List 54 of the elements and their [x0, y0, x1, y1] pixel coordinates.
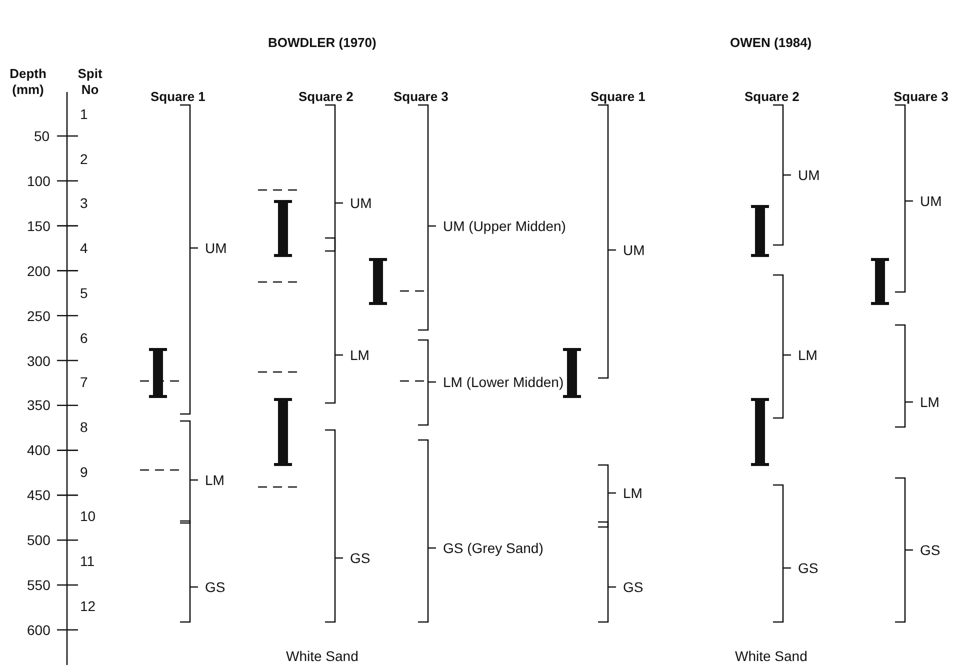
- spit-number: 4: [80, 240, 88, 256]
- layer-label: UM: [623, 242, 645, 258]
- layer-label: GS: [350, 550, 370, 566]
- spit-number: 3: [80, 195, 88, 212]
- depth-value: 600: [27, 622, 50, 638]
- layer-label: UM: [350, 195, 372, 211]
- depth-value: 300: [27, 352, 50, 368]
- column-heading: Square 2: [298, 89, 354, 105]
- spit-number: 1: [80, 106, 88, 122]
- column-heading: Square 1: [150, 89, 206, 105]
- depth-value: 400: [27, 442, 50, 458]
- layer-label: GS: [798, 560, 818, 576]
- layer-label: LM: [350, 347, 370, 363]
- layer-label: LM (Lower Midden): [443, 374, 564, 390]
- axis-title: Depth (mm): [8, 66, 48, 98]
- depth-value: 500: [27, 532, 50, 548]
- spit-number: 7: [80, 374, 88, 390]
- depth-value: 450: [27, 487, 50, 504]
- depth-value: 100: [27, 172, 50, 189]
- column-heading: OWEN (1984): [730, 35, 812, 51]
- layer-label: LM: [920, 394, 940, 410]
- layer-label: UM (Upper Midden): [443, 218, 566, 234]
- depth-value: 350: [27, 397, 50, 414]
- layer-label: GS: [623, 579, 644, 595]
- layer-label: GS (Grey Sand): [443, 540, 544, 556]
- depth-value: 200: [27, 262, 50, 279]
- axis-title: Spit No: [76, 66, 104, 98]
- spit-number: 5: [80, 284, 88, 301]
- layer-label: LM: [798, 347, 818, 363]
- column-heading: Square 3: [394, 89, 448, 105]
- layer-label: GS: [205, 579, 226, 595]
- column-heading: Square 2: [744, 89, 800, 105]
- layer-label: White Sand: [286, 648, 358, 664]
- layer-label: UM: [798, 167, 820, 183]
- spit-number: 6: [80, 330, 88, 346]
- spit-number: 10: [80, 508, 96, 524]
- spit-number: 8: [80, 418, 88, 435]
- layer-label: UM: [920, 193, 942, 209]
- layer-label: LM: [205, 472, 224, 488]
- spit-number: 9: [80, 464, 88, 480]
- column-heading: Square 3: [894, 89, 948, 105]
- layer-label: White Sand: [735, 648, 808, 664]
- depth-value: 250: [27, 308, 50, 324]
- spit-number: 2: [80, 150, 88, 167]
- spit-number: 12: [80, 598, 96, 614]
- column-heading: Square 1: [590, 89, 646, 105]
- spit-number: 11: [80, 553, 95, 569]
- layer-label: GS: [920, 542, 940, 558]
- layer-label: UM: [205, 240, 227, 256]
- depth-value: 50: [34, 128, 50, 144]
- layer-label: LM: [623, 485, 642, 501]
- depth-value: 150: [27, 218, 50, 234]
- depth-value: 550: [27, 577, 50, 593]
- column-heading: BOWDLER (1970): [268, 35, 376, 51]
